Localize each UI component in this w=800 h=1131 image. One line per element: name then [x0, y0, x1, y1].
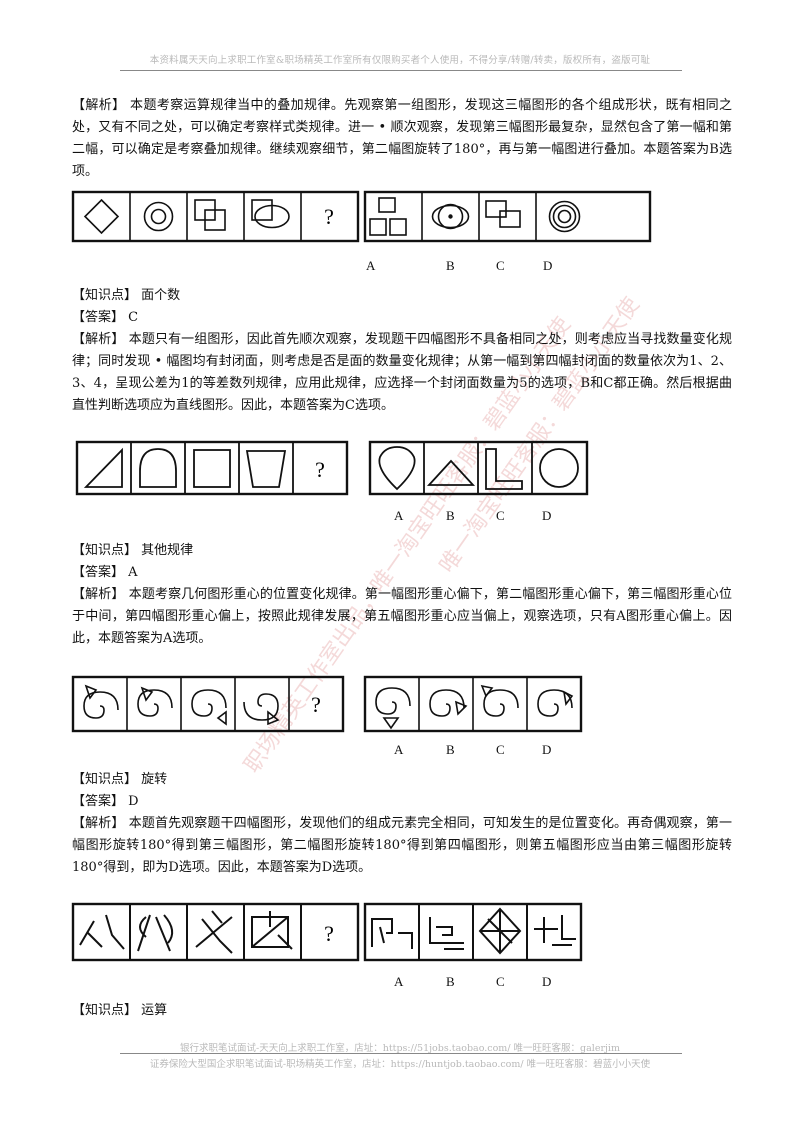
q3-option-a-label: A: [394, 742, 404, 757]
footer-line-1: 银行求职笔试面试-天天向上求职工作室，店址：https://51jobs.tao…: [180, 1043, 620, 1054]
q4-answer: 【答案】 D: [72, 794, 139, 809]
q3-figure: ?: [71, 675, 583, 733]
q1-option-b-label: B: [446, 258, 455, 273]
q4-option-c-label: C: [496, 974, 505, 989]
q2-option-c-label: C: [496, 508, 505, 523]
q2-option-d-label: D: [542, 508, 552, 523]
q4-option-d-label: D: [542, 974, 552, 989]
q4-analysis: 【解析】 本题首先观察题干四幅图形，发现他们的组成元素完全相同，可知发生的是位置…: [72, 816, 732, 875]
q2-question-mark: ?: [315, 457, 325, 482]
page-header: 本资料属天天向上求职工作室&职场精英工作室所有仅限购买者个人使用，不得分享/转赠…: [149, 55, 651, 66]
q3-answer: 【答案】 A: [72, 565, 138, 580]
q2-answer: 【答案】 C: [72, 310, 139, 325]
q2-analysis: 【解析】 本题只有一组图形，因此首先顺次观察，发现题干四幅图形不具备相同之处，则…: [72, 332, 732, 413]
q4-option-a-label: A: [394, 974, 404, 989]
q1-figure: ?: [71, 190, 652, 243]
q1-question-mark: ?: [324, 204, 334, 229]
q3-option-c-label: C: [496, 742, 505, 757]
q4-knowledge: 【知识点】 旋转: [72, 772, 168, 787]
q2-knowledge: 【知识点】 面个数: [72, 288, 181, 303]
q4-question-mark: ?: [324, 921, 334, 946]
q3-knowledge: 【知识点】 其他规律: [72, 543, 194, 558]
footer-divider: [120, 1053, 682, 1054]
q2-figure: ?: [75, 440, 589, 496]
q1-option-a-label: A: [366, 258, 376, 273]
q1-option-d-label: D: [543, 258, 553, 273]
q3-question-mark: ?: [311, 692, 321, 717]
header-divider: [120, 70, 682, 71]
q3-analysis: 【解析】 本题考察几何图形重心的位置变化规律。第一幅图形重心偏下，第二幅图形重心…: [72, 587, 732, 646]
footer-line-2: 证券保险大型国企求职笔试面试-职场精英工作室，店址：https://huntjo…: [149, 1059, 651, 1070]
q3-option-b-label: B: [446, 742, 455, 757]
q1-analysis: 【解析】 本题考察运算规律当中的叠加规律。先观察第一组图形，发现这三幅图形的各个…: [72, 98, 732, 179]
q4-option-b-label: B: [446, 974, 455, 989]
q4-figure: ?: [71, 902, 583, 962]
q2-option-b-label: B: [446, 508, 455, 523]
q2-option-a-label: A: [394, 508, 404, 523]
q1-option-c-label: C: [496, 258, 505, 273]
q5-knowledge: 【知识点】 运算: [72, 1003, 168, 1018]
q3-option-d-label: D: [542, 742, 552, 757]
